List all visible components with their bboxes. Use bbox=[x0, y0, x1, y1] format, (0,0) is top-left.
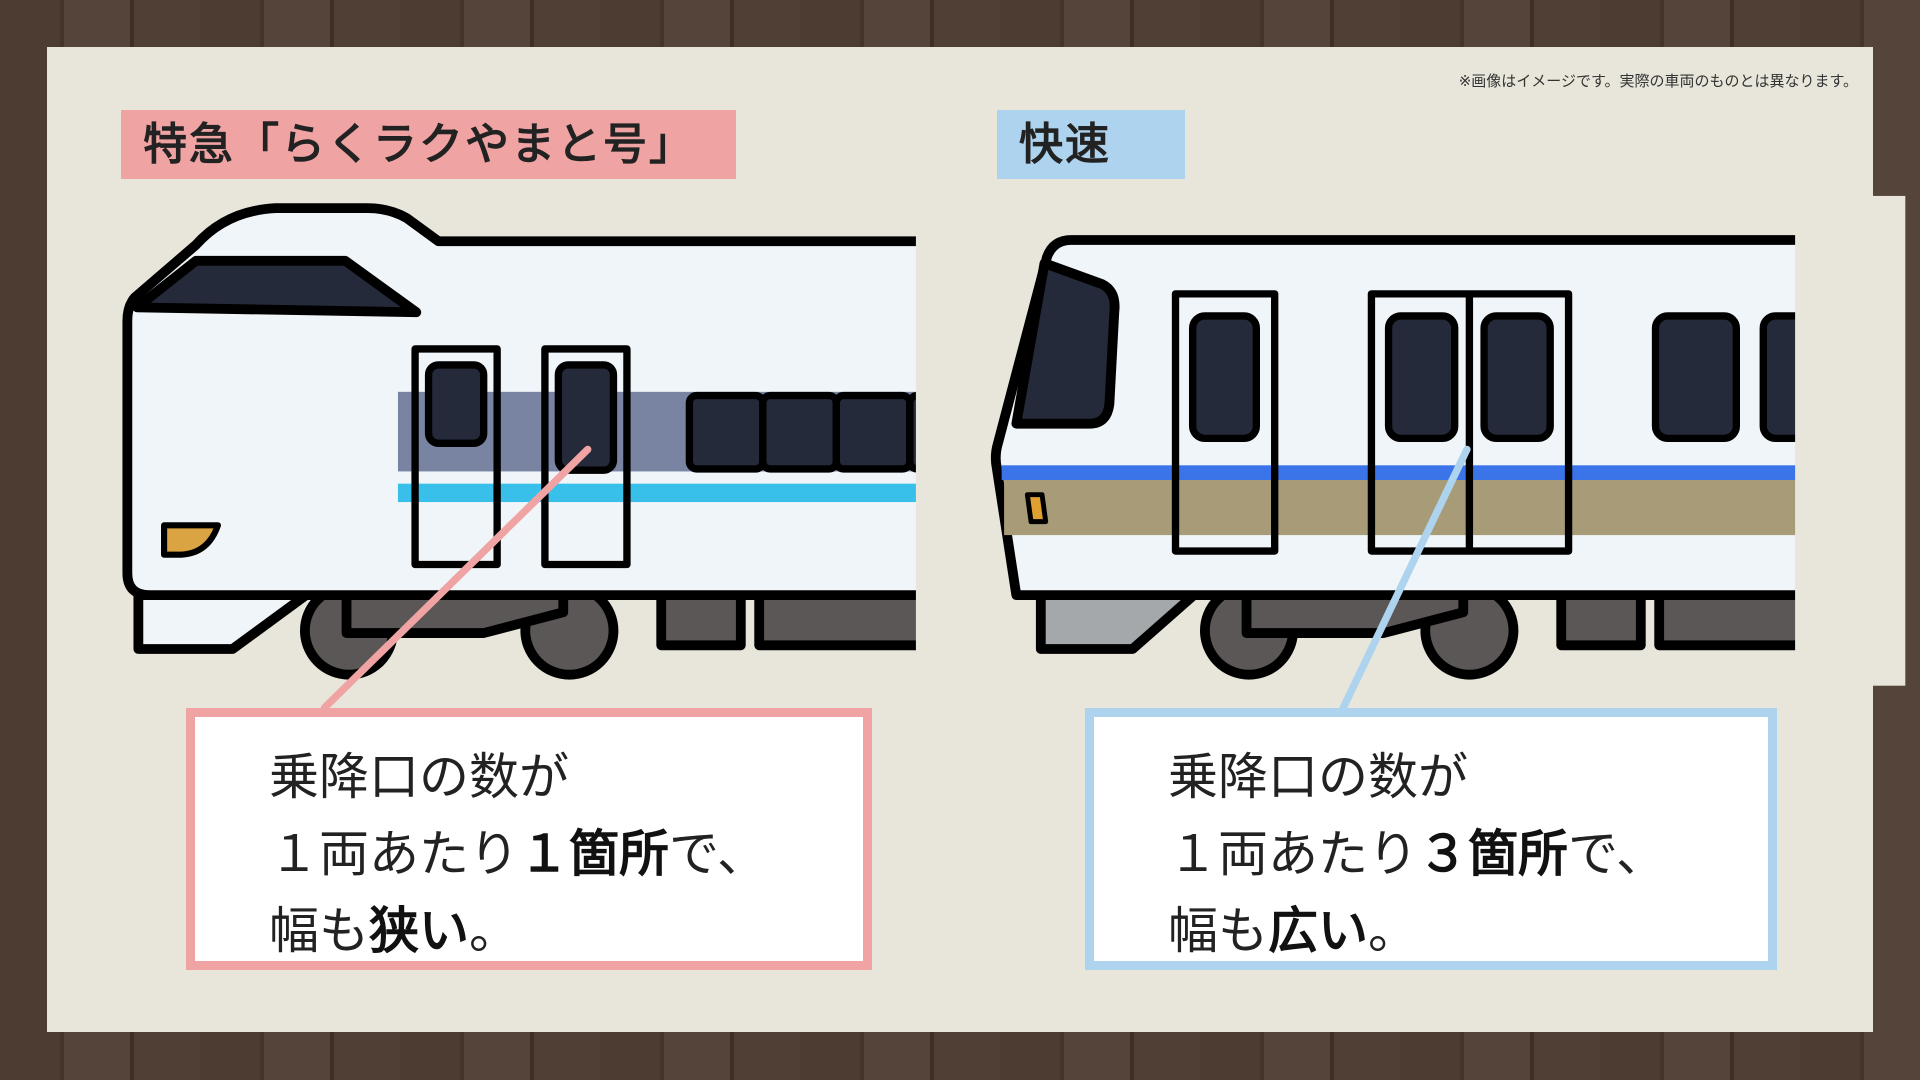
pointer-line-right bbox=[1339, 445, 1471, 712]
text: 幅も bbox=[269, 902, 369, 960]
rapid-callout: 乗降口の数が １両あたり３箇所で、 幅も広い。 bbox=[1085, 708, 1777, 970]
limited-express-train-illustration bbox=[122, 203, 951, 680]
emphasis-text: １箇所 bbox=[519, 825, 669, 883]
text: 。 bbox=[469, 902, 519, 960]
pointer-line-left bbox=[320, 445, 592, 712]
door bbox=[1171, 290, 1279, 555]
callout-line: 幅も狭い。 bbox=[269, 893, 863, 970]
callout-line: １両あたり３箇所で、 bbox=[1168, 816, 1768, 893]
headlight bbox=[161, 522, 222, 558]
text: 。 bbox=[1368, 902, 1418, 960]
callout-line: １両あたり１箇所で、 bbox=[269, 816, 863, 893]
text: 幅も bbox=[1168, 902, 1268, 960]
headlight bbox=[1024, 492, 1049, 525]
emphasis-text: ３箇所 bbox=[1418, 825, 1568, 883]
limited-express-callout: 乗降口の数が １両あたり１箇所で、 幅も狭い。 bbox=[186, 708, 872, 970]
emphasis-text: 狭い bbox=[369, 902, 469, 960]
callout-line: 乗降口の数が bbox=[1168, 748, 1468, 806]
rapid-train-illustration bbox=[990, 235, 1841, 680]
callout-line: 幅も広い。 bbox=[1168, 893, 1768, 970]
callout-line: 乗降口の数が bbox=[269, 748, 569, 806]
limited-express-title: 特急「らくラクやまと号」 bbox=[121, 110, 736, 179]
rapid-title: 快速 bbox=[997, 110, 1185, 179]
door bbox=[411, 345, 501, 569]
emphasis-text: 広い bbox=[1268, 902, 1368, 960]
windshield bbox=[1011, 258, 1120, 429]
text: で、 bbox=[1568, 825, 1666, 883]
disclaimer-note: ※画像はイメージです。実際の車両のものとは異なります。 bbox=[1458, 72, 1858, 90]
door bbox=[541, 345, 631, 569]
text: で、 bbox=[669, 825, 767, 883]
text: １両あたり bbox=[269, 825, 519, 883]
text: １両あたり bbox=[1168, 825, 1418, 883]
windshield bbox=[132, 255, 422, 318]
